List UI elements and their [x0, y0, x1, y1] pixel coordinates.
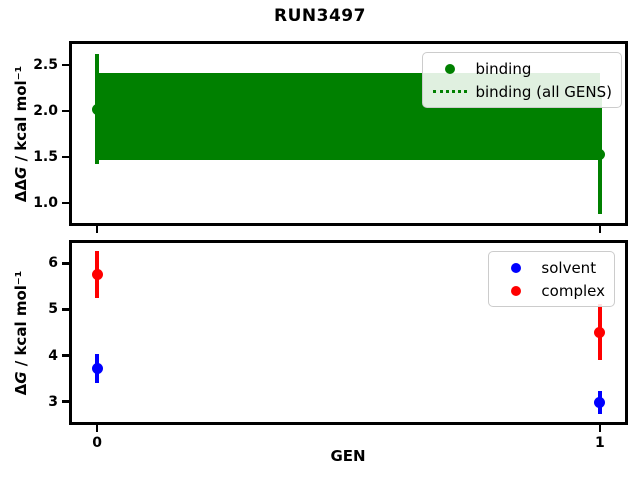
bottom-plot-canvas — [72, 243, 625, 422]
bottom-y-axis-label: ΔG / kcal mol⁻¹ — [12, 271, 30, 396]
x-tick-mark — [95, 425, 99, 432]
legend-label: solvent — [541, 258, 597, 277]
y-tick-label: 6 — [48, 255, 58, 272]
top-legend: binding binding (all GENS) — [422, 52, 622, 108]
dotted-line-icon — [432, 90, 468, 93]
y-tick-mark — [62, 262, 69, 265]
legend-label: binding — [475, 59, 532, 78]
data-point-marker — [91, 103, 103, 115]
solvent-dot-icon — [498, 262, 534, 273]
data-point-marker — [594, 148, 606, 160]
x-tick-mark — [598, 226, 602, 233]
legend-label: binding (all GENS) — [475, 82, 612, 101]
data-point-marker — [594, 326, 606, 338]
y-tick-label: 4 — [48, 347, 58, 364]
y-tick-label: 3 — [48, 393, 58, 410]
x-tick-label: 0 — [92, 435, 102, 451]
y-tick-mark — [62, 354, 69, 357]
legend-item-binding: binding — [432, 58, 612, 79]
y-tick-mark — [62, 155, 69, 159]
y-tick-label: 5 — [48, 301, 58, 318]
top-y-axis-label: ΔΔG / kcal mol⁻¹ — [12, 66, 30, 202]
y-tick-label: 1.5 — [33, 148, 58, 165]
x-axis-label: GEN — [330, 447, 366, 465]
complex-dot-icon — [498, 285, 534, 296]
legend-item-binding-all-gens: binding (all GENS) — [432, 81, 612, 102]
y-tick-mark — [62, 109, 69, 113]
y-tick-mark — [62, 400, 69, 403]
legend-item-complex: complex — [498, 280, 605, 301]
data-point-marker — [594, 396, 606, 408]
legend-item-solvent: solvent — [498, 257, 605, 278]
legend-label: complex — [541, 281, 605, 300]
data-point-marker — [91, 269, 103, 281]
y-tick-label: 2.0 — [33, 103, 58, 119]
data-point-marker — [91, 362, 103, 374]
y-tick-mark — [62, 201, 69, 205]
x-tick-label: 1 — [594, 435, 605, 451]
figure-title: RUN3497 — [274, 6, 366, 26]
bottom-legend: solvent complex — [488, 251, 615, 307]
y-tick-label: 2.5 — [33, 57, 58, 74]
bottom-plot-area: solvent complex — [69, 240, 628, 425]
y-tick-mark — [62, 63, 69, 67]
y-label-variable: G — [12, 371, 30, 384]
binding-dot-icon — [432, 63, 468, 74]
x-tick-mark — [598, 425, 602, 432]
top-plot-area: binding binding (all GENS) — [69, 41, 628, 226]
y-tick-mark — [62, 308, 69, 311]
y-label-variable: G — [12, 166, 30, 179]
x-tick-mark — [95, 226, 99, 233]
y-tick-label: 1.0 — [33, 194, 58, 211]
